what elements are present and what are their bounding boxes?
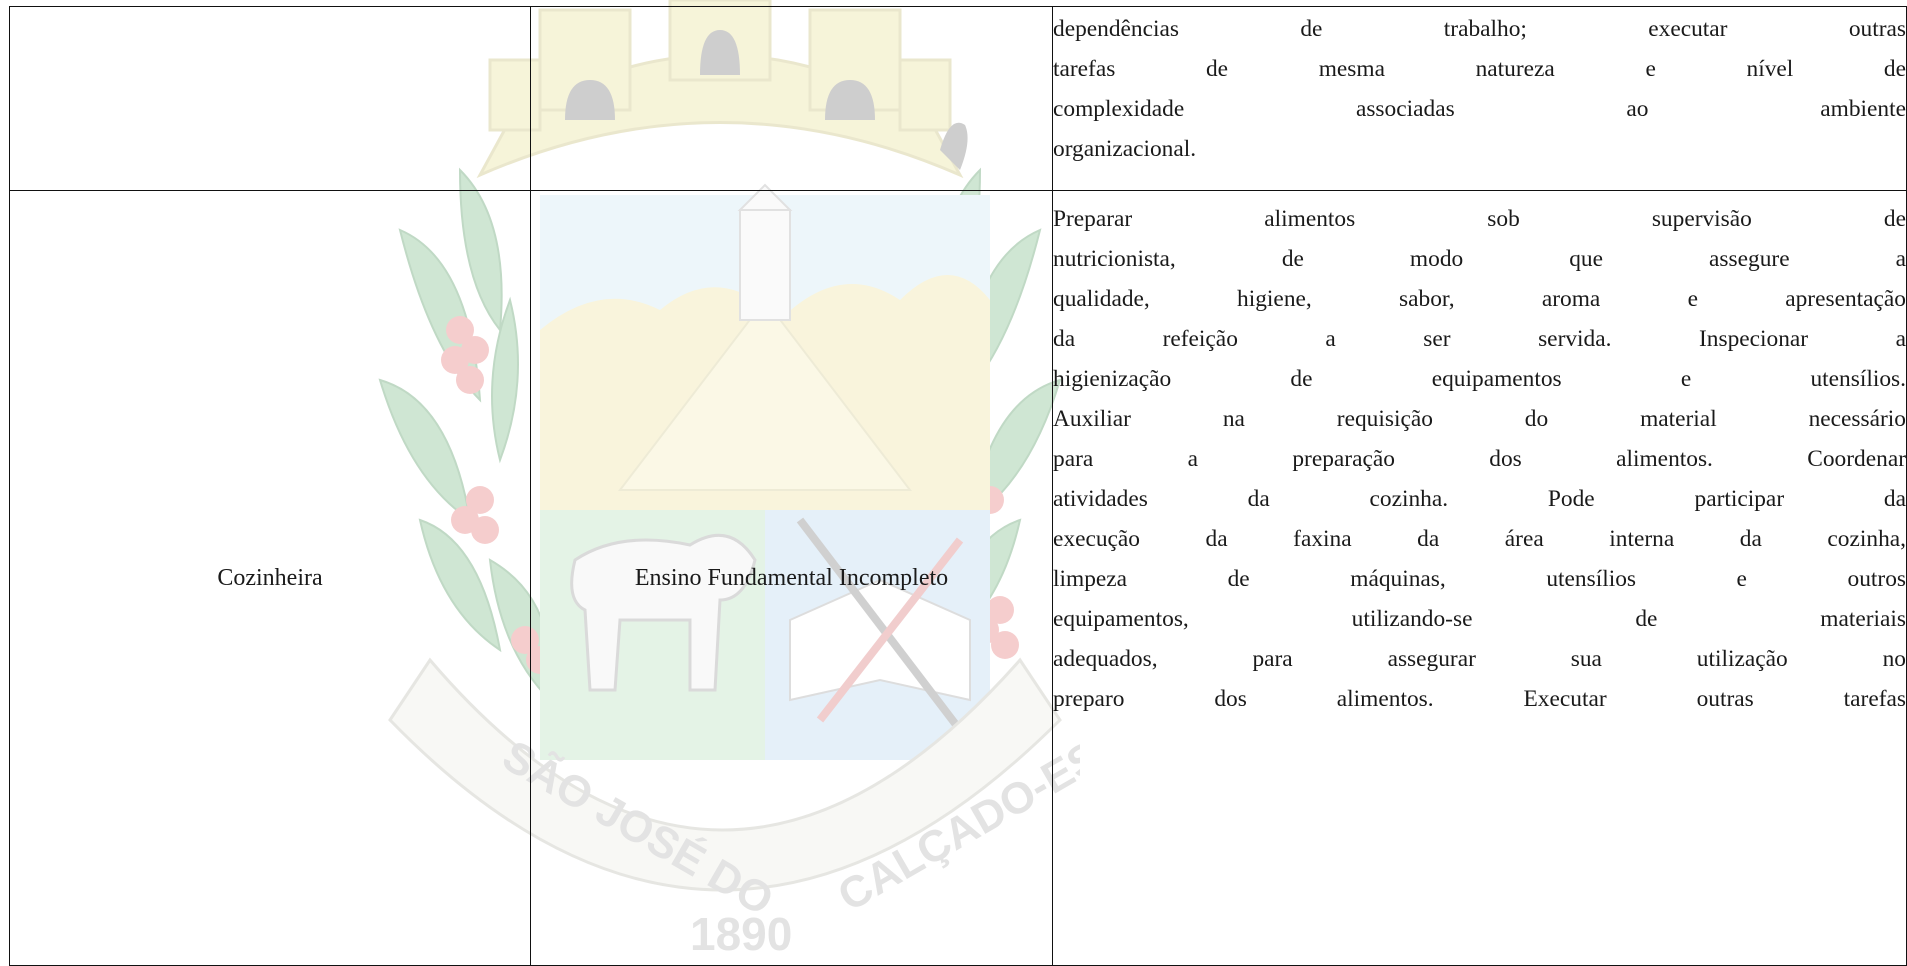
education-cell [530,6,1053,191]
description-cell: dependências de trabalho; executar outra… [1052,6,1907,191]
description-line: Preparar alimentos sob supervisão de [1053,206,1906,232]
job-description-table: dependências de trabalho; executar outra… [9,6,1907,966]
description-line: da refeição a ser servida. Inspecionar a [1053,326,1906,352]
description-line: preparo dos alimentos. Executar outras t… [1053,686,1906,712]
description-line: nutricionista, de modo que assegure a [1053,246,1906,272]
description-line: qualidade, higiene, sabor, aroma e apres… [1053,286,1906,312]
description-line: equipamentos, utilizando-se de materiais [1053,606,1906,632]
role-cell [9,6,531,191]
description-line: tarefas de mesma natureza e nível de [1053,56,1906,82]
description-line: complexidade associadas ao ambiente [1053,96,1906,122]
description-line: organizacional. [1053,136,1197,162]
description-cell: Preparar alimentos sob supervisão de nut… [1052,190,1907,966]
description-line: para a preparação dos alimentos. Coorden… [1053,446,1906,472]
description-line: execução da faxina da área interna da co… [1053,526,1906,552]
table-row: Cozinheira Ensino Fundamental Incompleto… [9,190,1907,966]
table-row: dependências de trabalho; executar outra… [9,6,1907,191]
description-line: Auxiliar na requisição do material neces… [1053,406,1906,432]
description-line: atividades da cozinha. Pode participar d… [1053,486,1906,512]
role-cell: Cozinheira [9,190,531,966]
description-line: dependências de trabalho; executar outra… [1053,16,1906,42]
description-line: limpeza de máquinas, utensílios e outros [1053,566,1906,592]
education-cell: Ensino Fundamental Incompleto [530,190,1053,966]
description-line: adequados, para assegurar sua utilização… [1053,646,1906,672]
description-line: higienização de equipamentos e utensílio… [1053,366,1906,392]
